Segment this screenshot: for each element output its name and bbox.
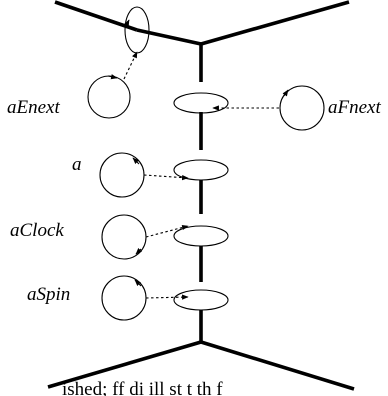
aEnext-pointer	[123, 51, 138, 80]
top-vertex-edges	[54, 0, 350, 46]
bottom-vertex-edges	[47, 340, 355, 391]
edge-record-ellipses	[173, 92, 229, 311]
aClock-pointer	[145, 224, 189, 238]
label-aFnext: aFnext	[328, 97, 381, 118]
aSpin-group: aSpin	[27, 275, 189, 321]
aFnext-circle	[279, 85, 325, 131]
ellipse-aSpin	[173, 289, 229, 311]
aEnext-group: aEnext	[7, 51, 138, 119]
aSpin-circle	[101, 275, 147, 321]
a-circle	[99, 152, 145, 198]
aSpin-pointer	[145, 294, 189, 300]
label-a: a	[72, 154, 82, 175]
a-pointer	[143, 174, 189, 181]
ellipse-aFnext	[173, 92, 229, 114]
aClock-circle	[101, 214, 147, 260]
caption-fragment: ished; ff di ill st t th f	[62, 379, 223, 396]
a-group: a	[72, 152, 189, 198]
aFnext-group: aFnext	[212, 85, 381, 131]
label-aEnext: aEnext	[7, 97, 60, 118]
aClock-group: aClock	[10, 214, 189, 260]
ellipse-a	[173, 159, 229, 181]
label-aSpin: aSpin	[27, 284, 70, 305]
label-aClock: aClock	[10, 220, 64, 241]
ellipse-aClock	[173, 225, 229, 247]
aEnext-circle	[87, 75, 131, 119]
